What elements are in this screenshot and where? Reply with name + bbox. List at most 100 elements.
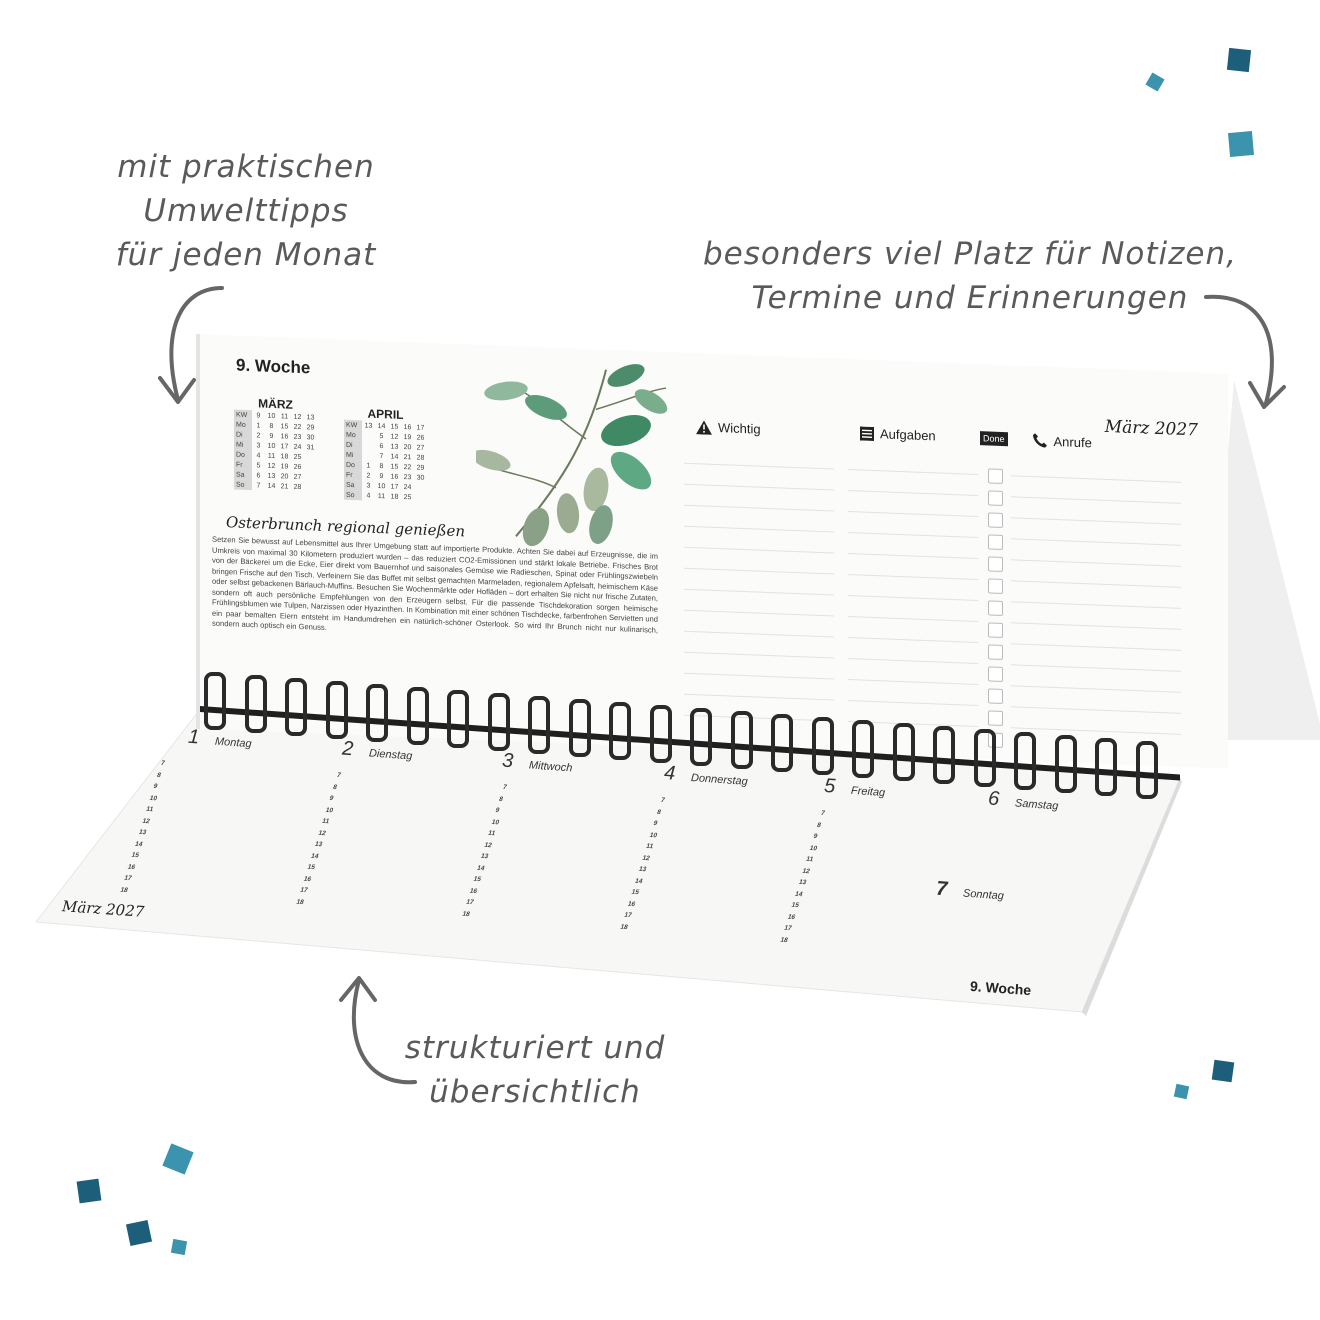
calendar-cell: 16 (403, 423, 412, 431)
spiral-ring (973, 729, 996, 787)
calendar-cell: 16 (280, 432, 289, 441)
task-checkbox[interactable] (988, 600, 1003, 617)
task-checkbox[interactable] (988, 644, 1003, 661)
calendar-cell: 20 (280, 472, 289, 481)
curved-arrow-icon (339, 976, 417, 1085)
calendar-cell (362, 450, 375, 460)
calendar-cell: Mi (344, 449, 362, 461)
calendar-cell: 27 (293, 473, 302, 481)
hour-label: 18 (779, 936, 789, 944)
hour-label: 14 (310, 852, 320, 860)
spiral-ring (204, 672, 226, 730)
task-checkbox[interactable] (988, 468, 1003, 485)
hour-label: 16 (626, 900, 637, 908)
spiral-ring (1014, 732, 1036, 790)
hour-label: 17 (783, 924, 793, 933)
spiral-ring (325, 681, 348, 739)
month-script: März 2027 (1104, 416, 1198, 441)
calendar-cell: 12 (390, 432, 399, 441)
spiral-ring (1135, 741, 1158, 799)
task-checkbox[interactable] (988, 556, 1003, 573)
calendar-cell: 30 (306, 433, 315, 442)
hour-label: 15 (630, 888, 640, 897)
calendar-cell: Mo (344, 429, 362, 441)
task-checkbox[interactable] (988, 578, 1003, 595)
hour-label: 18 (461, 910, 471, 918)
calendar-cell: 2 (256, 431, 261, 439)
calendar-cell: 13 (306, 413, 315, 422)
calendar-cell: 8 (379, 462, 384, 470)
calendar-cell (304, 472, 317, 482)
calendar-cell: 10 (267, 442, 276, 450)
hour-label: 12 (141, 817, 151, 825)
hour-label: 10 (808, 844, 819, 852)
hour-label: 11 (145, 805, 155, 814)
phone-icon (1032, 433, 1047, 448)
calendar-cell: 13 (267, 472, 276, 480)
calendar-cell (304, 462, 317, 472)
calendar-cell: Fr (344, 469, 362, 481)
calendar-cell: 16 (390, 472, 399, 481)
calendar-cell: 26 (293, 463, 302, 471)
hour-label: 9 (152, 782, 159, 791)
calendar-cell: 23 (293, 433, 302, 441)
hour-label: 11 (487, 829, 497, 838)
hour-label: 16 (786, 913, 797, 921)
calendar-cell: 1 (256, 421, 261, 429)
spiral-binding (200, 668, 1180, 799)
calendar-cell (362, 430, 375, 440)
calendar-cell (414, 482, 427, 492)
calendar-cell: KW (344, 419, 362, 431)
calendar-cell: 6 (256, 471, 261, 479)
week-title: 9. Woche (236, 355, 311, 378)
calendar-cell: 10 (267, 412, 276, 420)
calendar-cell: Sa (234, 469, 252, 481)
calendar-cell: 19 (280, 462, 289, 471)
calendar-cell: 24 (403, 483, 412, 491)
calendar-cell: 17 (416, 423, 425, 432)
hour-label: 13 (479, 852, 490, 861)
hour-label: 13 (313, 840, 324, 849)
task-checkbox[interactable] (988, 490, 1003, 507)
calendar-cell: 28 (293, 483, 302, 491)
hour-label: 15 (130, 851, 140, 860)
calendar-cell: 25 (293, 453, 302, 461)
hour-label: 14 (634, 877, 644, 885)
calendar-cell: 23 (403, 473, 412, 481)
hour-label: 8 (156, 771, 162, 779)
spiral-ring (852, 720, 874, 778)
task-checkbox[interactable] (988, 622, 1003, 639)
bottom-month-script: März 2027 (61, 897, 145, 921)
hour-label: 17 (623, 911, 633, 920)
calendar-cell: 22 (403, 463, 412, 471)
calendar-cell: 17 (280, 442, 289, 451)
calendar-cell: 21 (403, 453, 412, 461)
task-checkbox[interactable] (988, 512, 1003, 529)
spiral-ring (933, 726, 955, 784)
calendar-cell: 17 (390, 482, 399, 491)
calendar-cell: Do (234, 449, 252, 461)
hour-label: 16 (468, 887, 479, 895)
hour-label: 13 (137, 828, 148, 837)
calendar-cell: 25 (403, 493, 412, 501)
hour-label: 9 (494, 806, 501, 815)
caption-umwelttipps: mit praktischen Umwelttipps für jeden Mo… (115, 149, 377, 273)
calendar-cell: Mo (234, 419, 252, 431)
calendar-cell: So (234, 479, 252, 491)
calendar-cell: 27 (416, 443, 425, 452)
calendar-cell: 2 (366, 472, 371, 480)
hour-label: 15 (306, 863, 316, 872)
calendar-cell (304, 452, 317, 462)
caption-struktur: strukturiert und übersichtlich (404, 1030, 666, 1110)
calendar-cell: 13 (390, 442, 399, 451)
spiral-ring (528, 696, 550, 754)
hour-label: 8 (816, 821, 822, 829)
task-checkbox[interactable] (988, 534, 1003, 551)
calendar-cell: Fr (234, 459, 252, 471)
